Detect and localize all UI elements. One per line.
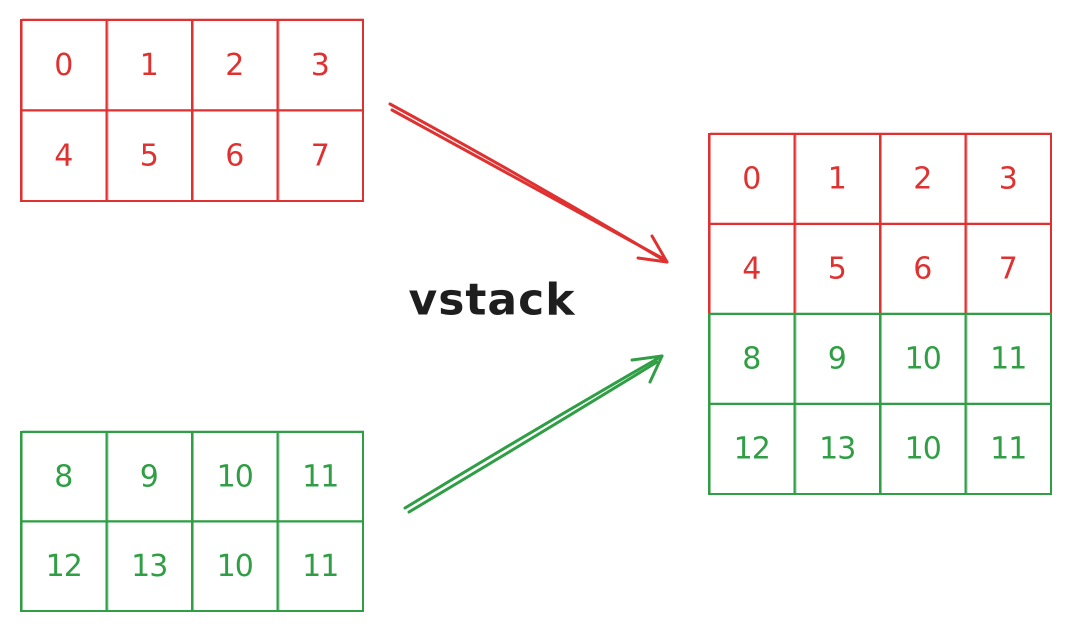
array-cell: 11 — [964, 312, 1052, 405]
cell-value: 13 — [819, 432, 855, 467]
array-cell: 10 — [879, 312, 967, 405]
cell-value: 9 — [140, 459, 159, 494]
cell-border-sketch — [278, 520, 364, 612]
array-cell: 11 — [964, 402, 1052, 495]
bottom-arrow-head — [630, 354, 664, 384]
top-arrow-head — [636, 234, 669, 264]
cell-value: 11 — [990, 432, 1026, 467]
cell-value: 10 — [905, 432, 941, 467]
bottom-arrow — [403, 354, 664, 514]
array-cell: 8 — [708, 312, 796, 405]
cell-value: 7 — [311, 138, 330, 173]
cell-value: 11 — [302, 459, 338, 494]
cell-value: 10 — [905, 342, 941, 377]
array-cell: 5 — [793, 222, 881, 315]
cell-value: 10 — [217, 459, 253, 494]
array-cell: 10 — [191, 520, 279, 612]
cell-value: 6 — [913, 252, 932, 287]
cell-value: 11 — [302, 549, 338, 584]
cell-value: 8 — [54, 459, 73, 494]
bottom-arrow-shaft — [403, 354, 664, 510]
array-cell: 10 — [879, 402, 967, 495]
cell-border-sketch — [278, 109, 364, 202]
cell-value: 1 — [828, 162, 847, 197]
array-cell: 12 — [20, 520, 108, 612]
cell-value: 5 — [828, 252, 847, 287]
array-cell: 7 — [964, 222, 1052, 315]
cell-value: 3 — [311, 48, 330, 83]
array-cell: 3 — [276, 18, 364, 112]
cell-value: 7 — [999, 252, 1018, 287]
array-cell: 12 — [708, 402, 796, 495]
array-cell: 13 — [793, 402, 881, 495]
cell-value: 13 — [131, 549, 167, 584]
array-cell: 4 — [20, 109, 108, 202]
array-cell: 7 — [276, 109, 364, 202]
array-cell: 8 — [20, 430, 108, 523]
bottom-arrow-shaft-sketch — [407, 360, 659, 514]
array-cell: 3 — [964, 132, 1052, 225]
array-cell: 2 — [191, 18, 279, 112]
cell-value: 5 — [140, 138, 159, 173]
cell-value: 12 — [46, 549, 82, 584]
cell-value: 9 — [828, 342, 847, 377]
cell-value: 1 — [140, 48, 159, 83]
array-cell: 6 — [879, 222, 967, 315]
array-cell: 1 — [105, 18, 193, 112]
array-cell: 10 — [191, 430, 279, 523]
top-arrow-shaft-sketch — [390, 108, 664, 260]
top-array: 0 1 2 3 4 5 6 7 — [20, 18, 364, 202]
cell-value: 6 — [225, 138, 244, 173]
array-cell: 13 — [105, 520, 193, 612]
array-cell: 0 — [20, 18, 108, 112]
array-cell: 11 — [276, 520, 364, 612]
cell-value: 4 — [742, 252, 761, 287]
cell-value: 8 — [742, 342, 761, 377]
cell-value: 4 — [54, 138, 73, 173]
cell-value: 3 — [999, 162, 1018, 197]
array-cell: 2 — [879, 132, 967, 225]
array-cell: 4 — [708, 222, 796, 315]
array-cell: 1 — [793, 132, 881, 225]
cell-value: 0 — [742, 162, 761, 197]
cell-value: 12 — [734, 432, 770, 467]
cell-value: 10 — [217, 549, 253, 584]
array-cell: 9 — [105, 430, 193, 523]
operation-label: vstack — [409, 275, 577, 326]
bottom-array: 8 9 10 11 12 13 10 11 — [20, 430, 364, 612]
array-cell: 9 — [793, 312, 881, 405]
cell-value: 2 — [913, 162, 932, 197]
cell-value: 0 — [54, 48, 73, 83]
cell-border-sketch — [966, 402, 1052, 495]
cell-value: 11 — [990, 342, 1026, 377]
array-cell: 11 — [276, 430, 364, 523]
array-cell: 6 — [191, 109, 279, 202]
top-arrow — [388, 102, 669, 264]
array-cell: 5 — [105, 109, 193, 202]
cell-value: 2 — [225, 48, 244, 83]
array-cell: 0 — [708, 132, 796, 225]
